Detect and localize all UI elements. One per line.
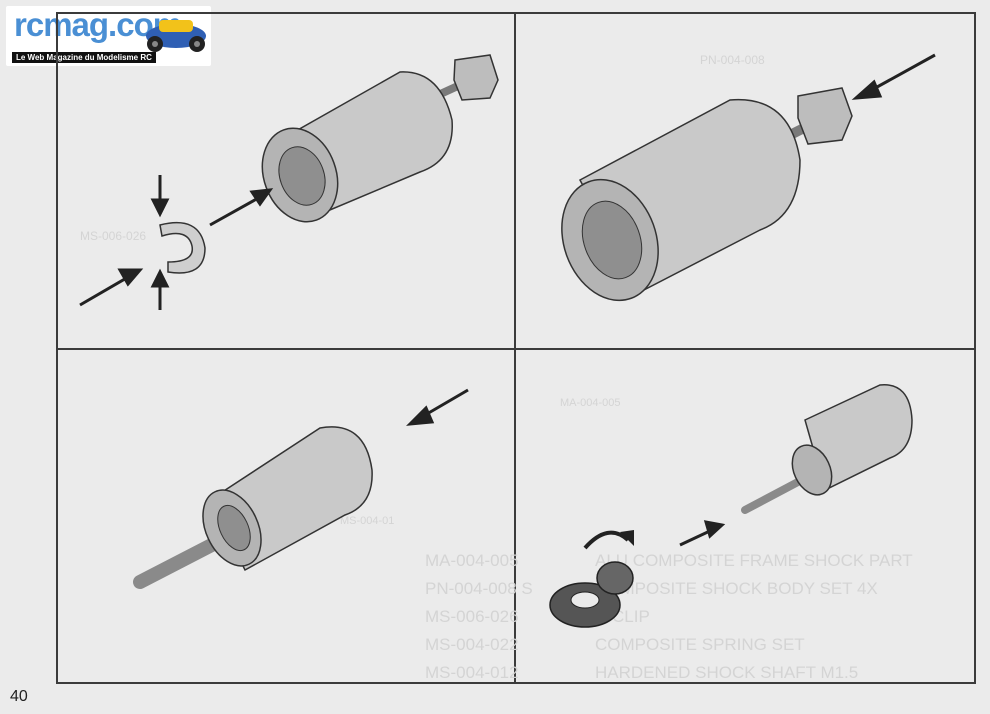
- logo-subtitle: Le Web Magazine du Modelisme RC: [12, 52, 156, 63]
- shaft-assembly-part: [741, 384, 913, 514]
- arrow-icon: [79, 175, 274, 310]
- e-clip-part: [159, 221, 206, 274]
- ghost-part-code: PN-004-008 S: [425, 579, 533, 598]
- arrow-icon: [406, 388, 469, 426]
- ghost-label: PN-004-008: [700, 53, 765, 67]
- shock-body-part: [261, 54, 499, 223]
- arrow-icon: [851, 53, 936, 100]
- ghost-part-code: MA-004-005: [425, 551, 519, 570]
- arrow-icon: [679, 520, 726, 547]
- shock-body-assembled: [561, 87, 853, 302]
- ghost-part-description: HARDENED SHOCK SHAFT M1.5: [595, 663, 858, 682]
- rc-car-icon: [146, 20, 206, 52]
- ghost-label: MA-004-005: [560, 397, 621, 409]
- ghost-label: MS-004-01: [340, 515, 394, 527]
- page-number: 40: [10, 688, 28, 705]
- ghost-part-code: MS-004-012: [425, 663, 519, 682]
- ghost-part-code: MS-006-026: [425, 607, 519, 626]
- rotate-arrow-icon: [583, 530, 634, 550]
- ghost-part-description: COMPOSITE SPRING SET: [595, 635, 805, 654]
- ghost-label: MS-006-026: [80, 229, 146, 243]
- panel-divider-horizontal: [56, 348, 976, 350]
- ghost-part-description: COMPOSITE SHOCK BODY SET 4X: [595, 579, 878, 598]
- shaft-body-part: [133, 426, 373, 589]
- ghost-part-description: ALU COMPOSITE FRAME SHOCK PART: [595, 551, 913, 570]
- ghost-part-code: MS-004-022: [425, 635, 519, 654]
- ball-end-part: [549, 561, 634, 628]
